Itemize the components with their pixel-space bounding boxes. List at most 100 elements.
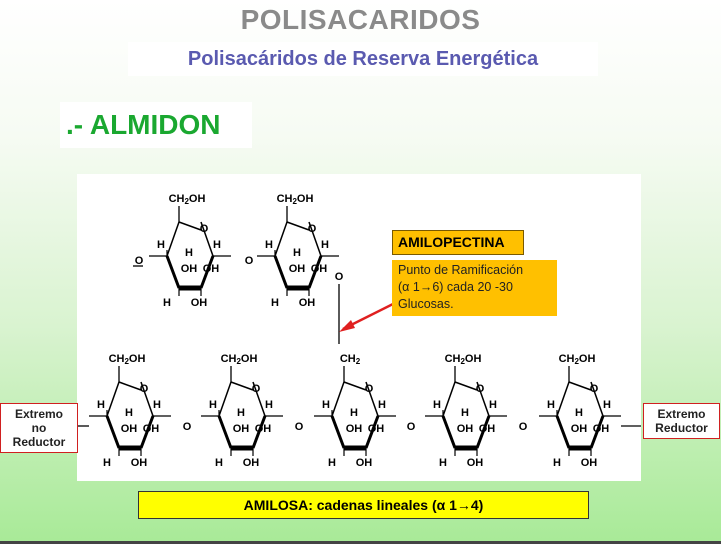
ring-b2-bond-left-upper bbox=[218, 381, 232, 417]
ring-b3-oh-c2: OH bbox=[346, 423, 363, 435]
non-reducing-end-label: Extremo no Reductor bbox=[0, 403, 78, 453]
o-link-bottom-1: O bbox=[183, 421, 192, 433]
reducing-end-label: Extremo Reductor bbox=[643, 403, 720, 439]
o-branch: O bbox=[335, 271, 344, 283]
ring-t1-bond-left-upper bbox=[166, 221, 180, 257]
ring-t2-ring-oxygen: O bbox=[308, 223, 317, 235]
ring-b5-h-c3-up: H bbox=[575, 407, 583, 419]
ring-b4-bond-top bbox=[454, 381, 478, 391]
ring-b1-h-c3-up: H bbox=[125, 407, 133, 419]
ring-t2-bond-left-upper bbox=[274, 221, 288, 257]
ring-b5-bond-right-lower bbox=[589, 415, 605, 449]
ring-t2-h-c1-up: H bbox=[321, 239, 329, 251]
ring-t1-oh-bottom: OH bbox=[191, 297, 208, 309]
o-link-bottom-4: O bbox=[519, 421, 528, 433]
ring-b1-bond-top bbox=[118, 381, 142, 391]
branch-arrow-head bbox=[339, 320, 355, 332]
ring-b1-ch2oh-label: CH2OH bbox=[109, 353, 146, 366]
ring-b1-oh-c2: OH bbox=[121, 423, 138, 435]
ring-b3-bond-right-upper bbox=[365, 381, 379, 417]
ring-t1-bond-top bbox=[178, 221, 202, 231]
ring-b4-bond-right-lower bbox=[475, 415, 491, 449]
branch-note-line-1: Punto de Ramificación bbox=[398, 263, 524, 277]
ring-b4-bond-left-upper bbox=[442, 381, 456, 417]
ring-b5-ring-oxygen: O bbox=[590, 383, 599, 395]
ring-b2-bond-left-lower bbox=[217, 415, 233, 449]
branch-point-note: Punto de Ramificación (α 1→6) cada 20 -3… bbox=[392, 260, 557, 316]
ring-b5-bond-top bbox=[568, 381, 592, 391]
section-heading: .- ALMIDON bbox=[60, 102, 252, 148]
ring-b2-bond-right-upper bbox=[252, 381, 266, 417]
ring-b5-ch2oh-label: CH2OH bbox=[559, 353, 596, 366]
ring-b1-oh-bottom: OH bbox=[131, 457, 148, 469]
ring-b2-bond-right-lower bbox=[251, 415, 267, 449]
ring-b2-h-c1-up: H bbox=[265, 399, 273, 411]
ring-b3-h-bottom-left: H bbox=[328, 457, 336, 469]
ring-b2-h-c3-up: H bbox=[237, 407, 245, 419]
ring-b2-oh-c2b: OH bbox=[255, 423, 272, 435]
ring-t2-bond-left-lower bbox=[273, 255, 289, 289]
ring-b1-bond-right-lower bbox=[139, 415, 155, 449]
o-link-top-left: O bbox=[135, 255, 144, 267]
ring-b4-ch2oh-label: CH2OH bbox=[445, 353, 482, 366]
branch-note-line-2: (α 1→6) cada 20 -30 bbox=[398, 280, 513, 294]
ring-b5-oh-c2: OH bbox=[571, 423, 588, 435]
ring-t1-bond-right-lower bbox=[199, 255, 215, 289]
ring-t1-bond-left-lower bbox=[165, 255, 181, 289]
ring-b3-ring-oxygen: O bbox=[365, 383, 374, 395]
ring-b5-bond-left-lower bbox=[555, 415, 571, 449]
non-reducing-end-line-3: Reductor bbox=[12, 435, 66, 449]
ring-b1-ring-oxygen: O bbox=[140, 383, 149, 395]
ring-t1-h-c3-up: H bbox=[185, 247, 193, 259]
ring-b4-bond-left-lower bbox=[441, 415, 457, 449]
ring-t1-oh-c2b: OH bbox=[203, 263, 220, 275]
ring-t2-oh-c2: OH bbox=[289, 263, 306, 275]
ring-b3-oh-bottom: OH bbox=[356, 457, 373, 469]
ring-b2-oh-c2: OH bbox=[233, 423, 250, 435]
ring-t2-oh-c2b: OH bbox=[311, 263, 328, 275]
ring-b5-h-c4-up: H bbox=[547, 399, 555, 411]
ring-b5-oh-bottom: OH bbox=[581, 457, 598, 469]
ring-b2-ring-oxygen: O bbox=[252, 383, 261, 395]
ring-b2-ch2oh-label: CH2OH bbox=[221, 353, 258, 366]
ring-b3-h-c4-up: H bbox=[322, 399, 330, 411]
ring-t1-oh-c2: OH bbox=[181, 263, 198, 275]
ring-b5-bond-right-upper bbox=[590, 381, 604, 417]
ring-b3-bond-top bbox=[343, 381, 367, 391]
ring-t2-oh-bottom: OH bbox=[299, 297, 316, 309]
o-link-top-mid: O bbox=[245, 255, 254, 267]
ring-b4-h-bottom-left: H bbox=[439, 457, 447, 469]
ring-b3-bond-left-lower bbox=[330, 415, 346, 449]
ring-b5-h-bottom-left: H bbox=[553, 457, 561, 469]
ring-t2-bond-right-lower bbox=[307, 255, 323, 289]
ring-b2-oh-bottom: OH bbox=[243, 457, 260, 469]
amilosa-caption: AMILOSA: cadenas lineales (α 1→4) bbox=[138, 491, 589, 519]
ring-b1-bond-right-upper bbox=[140, 381, 154, 417]
ring-b4-oh-c2b: OH bbox=[479, 423, 496, 435]
ring-b4-h-c4-up: H bbox=[433, 399, 441, 411]
reducing-end-line-2: Reductor bbox=[655, 421, 708, 435]
ring-t2-ch2oh-label: CH2OH bbox=[277, 193, 314, 206]
ring-b3-h-c3-up: H bbox=[350, 407, 358, 419]
ring-b3-bond-left-upper bbox=[331, 381, 345, 417]
ring-b1-oh-c2b: OH bbox=[143, 423, 160, 435]
ring-t2-h-bottom-left: H bbox=[271, 297, 279, 309]
o-link-bottom-3: O bbox=[407, 421, 416, 433]
non-reducing-end-line-2: no bbox=[31, 421, 47, 435]
ring-t1-ring-oxygen: O bbox=[200, 223, 209, 235]
ring-b2-bond-top bbox=[230, 381, 254, 391]
ring-t1-h-c1-up: H bbox=[213, 239, 221, 251]
ring-b3-oh-c2b: OH bbox=[368, 423, 385, 435]
ring-b4-h-c1-up: H bbox=[489, 399, 497, 411]
ring-b4-h-c3-up: H bbox=[461, 407, 469, 419]
non-reducing-end-line-1: Extremo bbox=[14, 407, 64, 421]
ring-b5-bond-left-upper bbox=[556, 381, 570, 417]
ring-t1-h-c4-up: H bbox=[157, 239, 165, 251]
ring-b3-ch2-label: CH2 bbox=[340, 353, 361, 366]
o-link-bottom-2: O bbox=[295, 421, 304, 433]
ring-b1-bond-left-upper bbox=[106, 381, 120, 417]
ring-t1-ch2oh-label: CH2OH bbox=[169, 193, 206, 206]
amilopectina-label: AMILOPECTINA bbox=[392, 230, 524, 255]
